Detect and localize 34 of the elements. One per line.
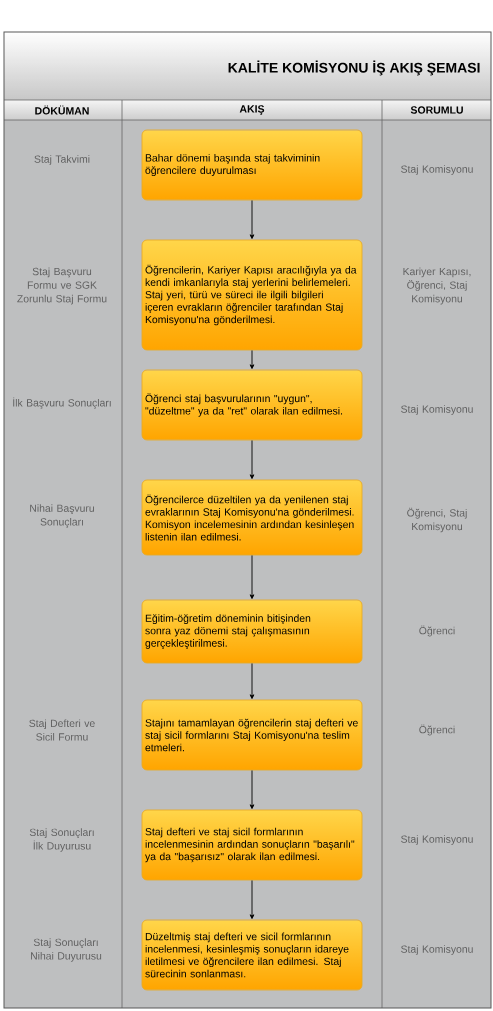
process-box: Stajını tamamlayan öğrencilerin staj defteri ve staj sicil formlarını Staj Komisyonu'na teslim etmeleri. (141, 699, 363, 771)
column-header: AKIŞ (239, 105, 265, 115)
document-name: Staj Takvimi (34, 155, 90, 165)
process-box: Öğrenci staj başvurularının "uygun", "düzeltme" ya da "ret" olarak ilan edilmesi. (141, 369, 363, 441)
responsible-party: Öğrenci (419, 724, 455, 736)
responsible-party: Staj Komisyonu (401, 165, 473, 175)
column-header: SORUMLU (410, 106, 463, 114)
responsible-party: Öğrenci (419, 625, 455, 637)
responsible-party: Kariyer Kapısı, Öğrenci, Staj Komisyonu (403, 267, 471, 305)
responsible-party: Öğrenci, Staj Komisyonu (407, 507, 467, 533)
title: KALİTE KOMİSYONU İŞ AKIŞ ŞEMASI (228, 60, 480, 76)
arrow (249, 555, 255, 599)
responsible-party: Staj Komisyonu (401, 405, 473, 415)
arrow (249, 200, 255, 239)
process-box: Eğitim-öğretim döneminin bitişinden sonra yaz dönemi staj çalışmasının gerçekleştirilmesi. (141, 599, 363, 664)
arrow (249, 663, 255, 699)
responsible-party: Staj Komisyonu (401, 945, 473, 955)
process-box: Öğrencilerce düzeltilen ya da yenilenen staj evraklarının Staj Komisyonu'na gönderilmesi. Komisyon incelemesinin ardından kesinleşen listenin ilan edilmesi. (141, 479, 363, 556)
arrow (249, 880, 255, 919)
column-header: DÖKÜMAN (35, 105, 89, 115)
process-box: Bahar dönemi başında staj takviminin öğrencilere duyurulması (141, 129, 363, 201)
responsible-party: Staj Komisyonu (401, 835, 473, 845)
document-name: Staj Defteri ve Sicil Formu (29, 719, 95, 741)
document-name: Staj Başvuru Formu ve SGK Zorunlu Staj Formu (17, 267, 107, 305)
document-name: Staj Sonuçları İlk Duyurusu (29, 828, 94, 852)
document-name: İlk Başvuru Sonuçları (13, 397, 111, 409)
arrow (249, 440, 255, 479)
process-box: Düzeltmiş staj defteri ve sicil formlarının incelenmesi, kesinleşmiş sonuçların idareye iletilmesi ve öğrencilere ilan edilmesi. Staj sürecinin sonlanması. (141, 919, 363, 991)
arrow (249, 350, 255, 369)
process-box: Öğrencilerin, Kariyer Kapısı aracılığıyla ya da kendi imkanlarıyla staj yerlerini belirlemeleri. Staj yeri, türü ve süreci ile ilgili bilgileri içeren evrakların öğrenciler tarafından Staj Komisyonu'na gönderilmesi. (141, 239, 363, 351)
process-box: Staj defteri ve staj sicil formlarının incelenmesinin ardından sonuçların "başarılı" ya da "başarısız" olarak ilan edilmesi. (141, 809, 363, 881)
arrow (249, 770, 255, 809)
document-name: Staj Sonuçları Nihai Duyurusu (31, 938, 102, 962)
document-name: Nihai Başvuru Sonuçları (30, 504, 94, 528)
